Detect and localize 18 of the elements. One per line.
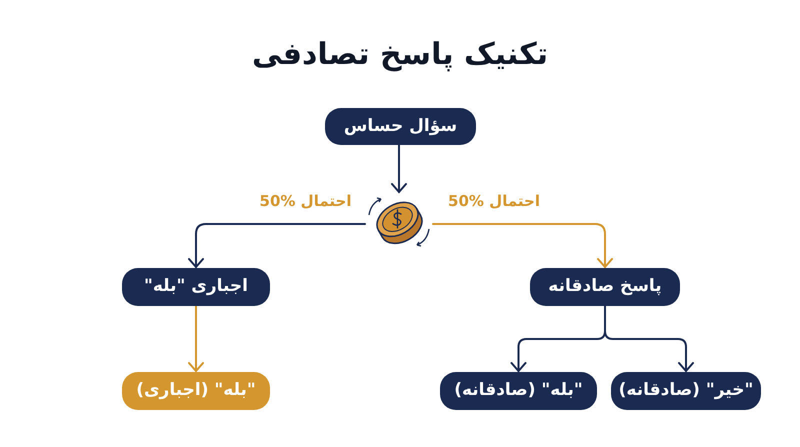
arrow <box>391 144 407 193</box>
node-label: "بله" (صادقانه) <box>454 379 583 402</box>
arrow <box>432 223 613 268</box>
node-label: "خیر" (صادقانه) <box>618 379 754 402</box>
title: تکنیک پاسخ تصادفی <box>251 36 549 74</box>
node-label: سؤال حساس <box>344 114 458 138</box>
arrow <box>188 223 366 268</box>
node-label: "بله" (اجباری) <box>136 379 256 402</box>
rounded-box <box>325 108 476 145</box>
rounded-box <box>440 372 597 410</box>
rounded-box <box>122 268 270 306</box>
node-label: پاسخ صادقانه <box>548 275 662 298</box>
node-label: اجباری "بله" <box>144 275 248 298</box>
arrow <box>188 305 204 372</box>
rounded-box <box>122 372 270 410</box>
rounded-box <box>611 372 761 410</box>
arrow <box>604 305 694 372</box>
rounded-box <box>530 268 680 306</box>
